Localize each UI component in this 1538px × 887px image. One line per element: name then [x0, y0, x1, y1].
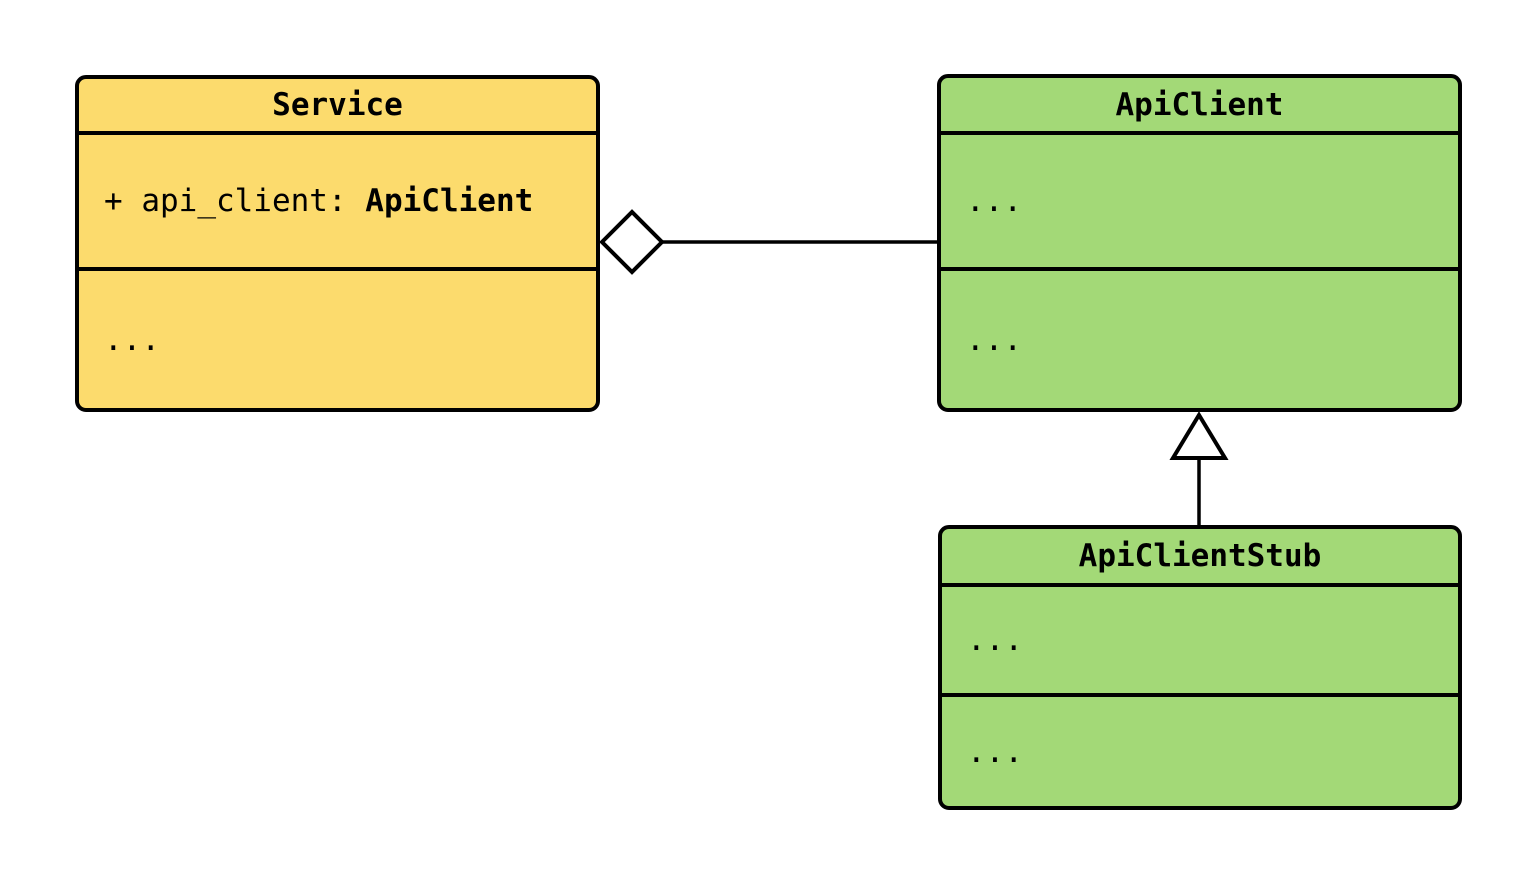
class-title-api-client-stub: ApiClientStub	[942, 529, 1458, 587]
class-node-api-client-stub: ApiClientStub ... ...	[938, 525, 1462, 810]
attribute-type-text: ApiClient	[365, 183, 534, 219]
class-attributes-service: + api_client: ApiClient	[79, 135, 596, 271]
class-methods-api-client: ...	[966, 321, 1022, 358]
class-title-api-client: ApiClient	[941, 78, 1458, 135]
inheritance-triangle-icon	[1169, 411, 1229, 460]
class-methods-api-client-stub: ...	[967, 733, 1023, 770]
class-attributes-api-client: ...	[941, 135, 1458, 271]
class-node-service: Service + api_client: ApiClient ...	[75, 75, 600, 412]
aggregation-diamond-icon	[599, 209, 665, 275]
class-title-service: Service	[79, 79, 596, 135]
class-methods-service: ...	[104, 321, 160, 358]
attribute-name-text: + api_client:	[104, 183, 366, 219]
class-node-api-client: ApiClient ... ...	[937, 74, 1462, 412]
class-attributes-api-client-stub: ...	[942, 587, 1458, 697]
